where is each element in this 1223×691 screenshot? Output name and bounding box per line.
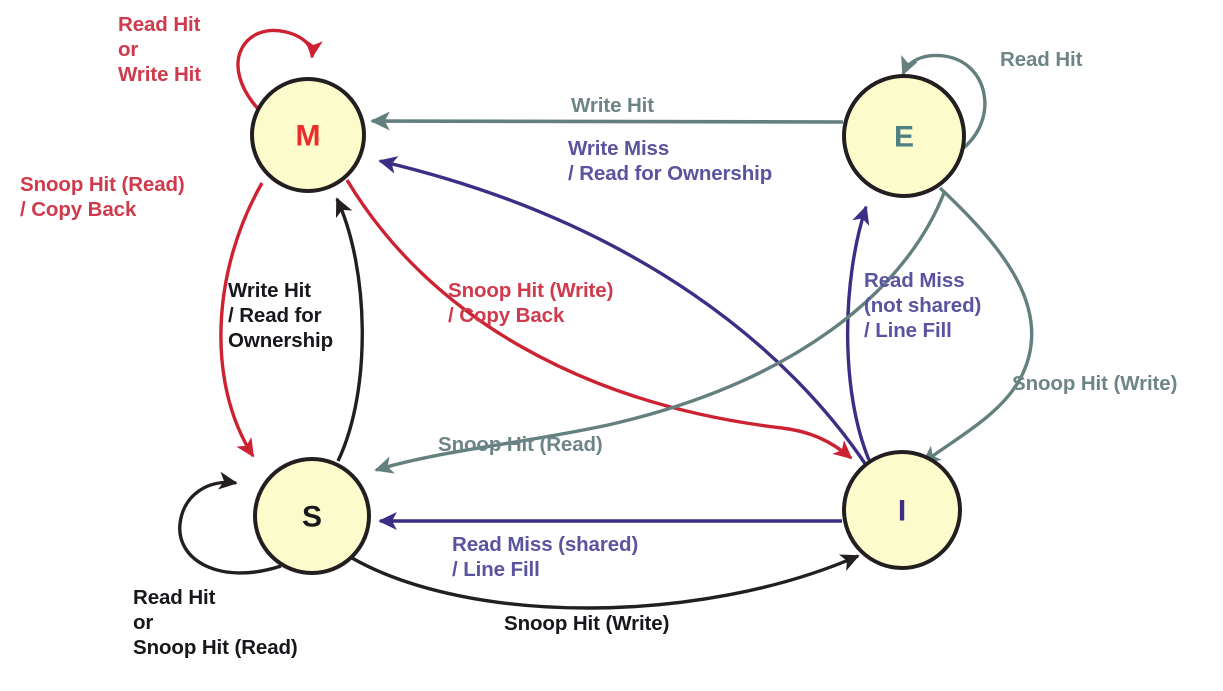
node-i-circle[interactable] [842, 450, 962, 570]
edge-label-s-self: Read Hit or Snoop Hit (Read) [133, 586, 298, 659]
node-e-label: E [894, 121, 914, 154]
edge-s-to-m[interactable] [335, 197, 364, 462]
edge-label-m-self: Read Hit or Write Hit [118, 13, 202, 86]
node-m-label: M [296, 120, 321, 153]
edge-s-to-i[interactable] [351, 554, 860, 610]
nodes-layer: M E S I [250, 74, 966, 575]
edge-label-i-to-m: Write Miss / Read for Ownership [568, 137, 773, 185]
edge-label-i-to-s: Read Miss (shared) / Line Fill [452, 533, 639, 581]
edge-m-to-s[interactable] [219, 182, 264, 458]
edge-label-m-to-s: Snoop Hit (Read) / Copy Back [20, 173, 185, 221]
edge-label-s-to-m: Write Hit / Read for Ownership [228, 279, 334, 352]
edge-s-self[interactable] [178, 471, 282, 575]
edge-i-to-m[interactable] [378, 156, 868, 466]
node-m[interactable]: M [250, 77, 366, 193]
edge-label-s-to-i: Snoop Hit (Write) [504, 612, 670, 635]
edge-e-to-s[interactable] [374, 192, 946, 474]
edge-m-to-i[interactable] [345, 179, 853, 460]
edge-label-e-to-i: Snoop Hit (Write) [1012, 372, 1178, 395]
node-i[interactable]: I [842, 450, 962, 570]
node-s-circle[interactable] [253, 457, 371, 575]
edge-e-self[interactable] [901, 53, 987, 152]
node-m-circle[interactable] [250, 77, 366, 193]
edge-label-m-to-i: Snoop Hit (Write) / Copy Back [448, 279, 614, 327]
edge-i-to-e[interactable] [845, 205, 871, 461]
edge-e-to-m[interactable] [370, 111, 844, 131]
node-e[interactable]: E [842, 74, 966, 198]
node-s[interactable]: S [253, 457, 371, 575]
edge-label-e-to-s: Snoop Hit (Read) [438, 433, 603, 456]
node-i-label: I [898, 495, 906, 528]
edge-label-e-self: Read Hit [1000, 48, 1083, 71]
edge-label-i-to-e: Read Miss (not shared) / Line Fill [864, 269, 982, 342]
edge-e-to-i[interactable] [921, 186, 1034, 465]
node-s-label: S [302, 501, 322, 534]
node-e-circle[interactable] [842, 74, 966, 198]
edges-layer [178, 28, 1034, 610]
edge-m-self[interactable] [236, 28, 323, 112]
edge-label-e-to-m: Write Hit [571, 94, 655, 117]
